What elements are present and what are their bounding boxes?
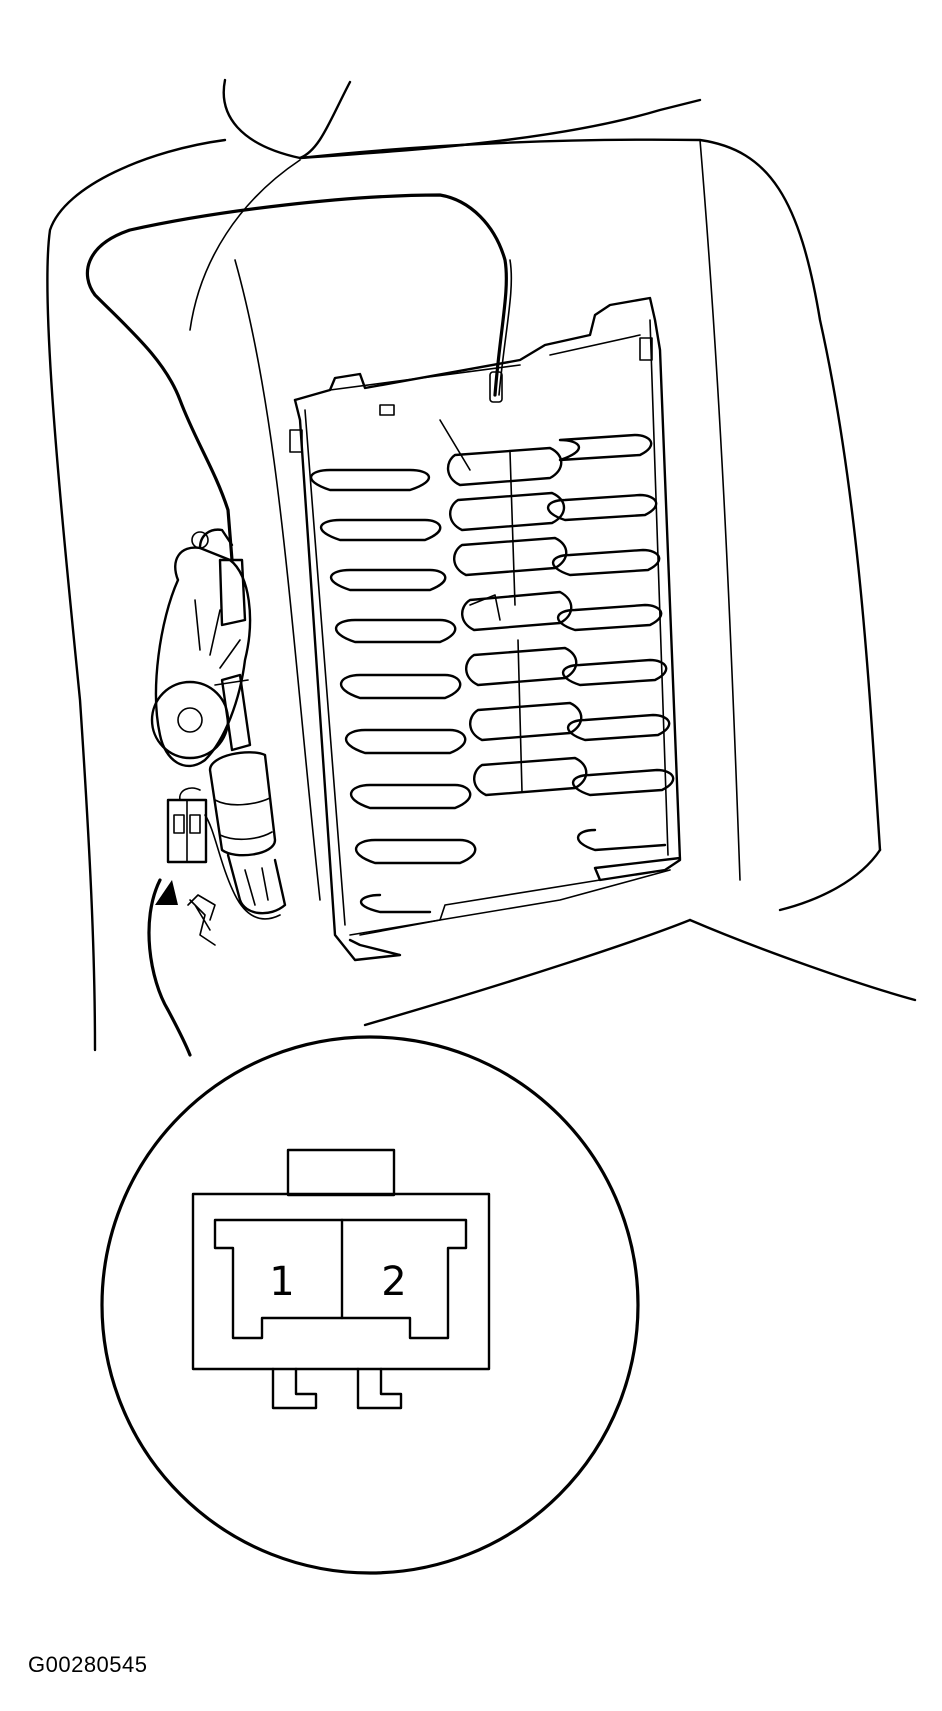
lumbar-motor-assembly <box>150 528 287 920</box>
connector-pin-2-label: 2 <box>381 1259 406 1305</box>
seat-back-outline <box>46 78 917 1052</box>
heater-coil-left <box>309 419 477 914</box>
seat-harness-connector <box>166 787 216 946</box>
heater-element-frame <box>289 296 682 962</box>
heater-coil-right <box>546 433 675 852</box>
heater-wire-harness <box>85 193 513 562</box>
figure-id: G00280545 <box>28 1652 148 1677</box>
callout-leader-arrow <box>147 878 192 1057</box>
connector-pin-1-label: 1 <box>269 1259 294 1305</box>
connector-detail-callout <box>100 1035 640 1575</box>
